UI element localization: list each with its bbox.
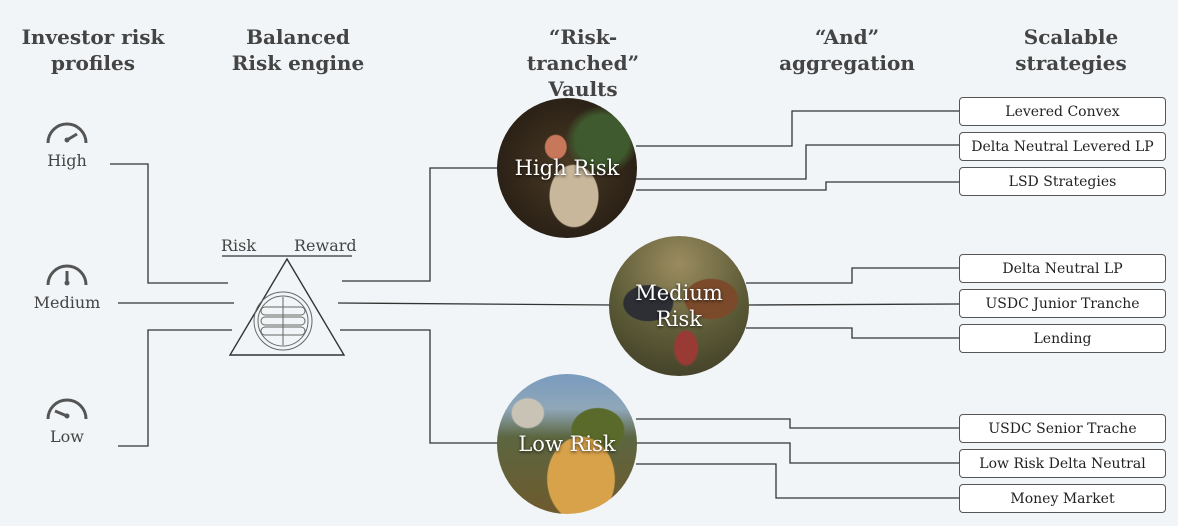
vault-high-risk[interactable]: High Risk [497,98,637,238]
connector-low-s2 [636,442,959,464]
strategy-box: Levered Convex [959,97,1166,126]
strategy-box: Low Risk Delta Neutral [959,449,1166,478]
profile-high: High [22,121,112,170]
connector-high-engine [110,163,228,284]
connector-engine-low [340,329,500,444]
header-strategies: Scalable strategies [1015,25,1127,75]
strategy-box: USDC Senior Trache [959,414,1166,443]
strategy-box: Money Market [959,484,1166,513]
strategy-box: LSD Strategies [959,167,1166,196]
connector-medium-s3 [746,327,959,339]
profile-low-label: Low [50,427,84,446]
engine-reward-label: Reward [294,236,357,255]
connector-high-s1 [636,110,959,147]
connector-high-s2 [636,144,959,180]
strategy-box: Delta Neutral LP [959,254,1166,283]
profile-low: Low [22,397,112,446]
profile-medium-label: Medium [33,293,101,312]
connector-medium-s1 [746,267,959,284]
connector-medium-s2 [747,303,960,306]
header-aggregation: “And” aggregation [779,25,915,75]
vault-high-label: High Risk [514,156,620,180]
strategy-box: Delta Neutral Levered LP [959,132,1166,161]
header-profiles: Investor risk profiles [21,25,165,75]
vault-low-risk[interactable]: Low Risk [497,374,637,514]
gauge-medium-icon [46,264,88,286]
engine-risk-label: Risk [221,236,257,255]
header-engine: Balanced Risk engine [231,25,365,75]
vault-low-label: Low Risk [518,432,616,456]
connector-engine-high [342,167,500,282]
gauge-low-icon [46,398,88,420]
vault-medium-label: Medium Risk [635,281,723,331]
profile-high-label: High [47,151,87,170]
strategy-box: Lending [959,324,1166,353]
connector-low-s1 [636,418,959,429]
header-vaults: “Risk-tranched” Vaults [526,25,640,101]
connector-low-engine [118,329,232,447]
connector-low-s3 [636,463,959,499]
gauge-high-icon [46,122,88,144]
triangle-engine-icon [228,257,346,356]
strategy-box: USDC Junior Tranche [959,289,1166,318]
connector-high-s3 [636,181,959,191]
profile-medium: Medium [22,263,112,312]
vault-medium-risk[interactable]: Medium Risk [609,236,749,376]
connector-engine-medium [337,302,613,306]
